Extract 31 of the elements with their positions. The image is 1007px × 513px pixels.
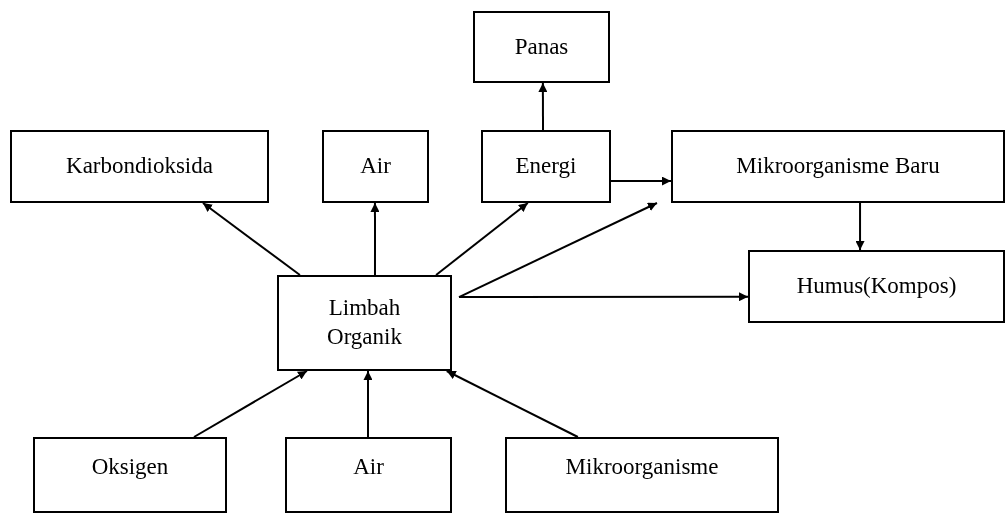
arrow <box>855 202 865 251</box>
box-label: Limbah Organik <box>326 294 403 351</box>
box-label: Mikroorganisme Baru <box>736 152 940 181</box>
process-box <box>748 250 1005 323</box>
arrow <box>201 202 301 276</box>
arrow <box>435 202 529 276</box>
arrow <box>445 370 579 438</box>
arrow <box>458 202 658 299</box>
process-box <box>277 275 452 371</box>
box-label: Air <box>353 453 384 481</box>
box-label: Karbondioksida <box>66 152 213 181</box>
arrow <box>370 202 380 276</box>
box-label: Humus(Kompos) <box>796 272 957 301</box>
arrow <box>458 292 749 302</box>
arrow <box>610 176 672 186</box>
arrow <box>363 370 373 438</box>
arrow <box>193 370 308 438</box>
box-label: Oksigen <box>91 453 169 481</box>
process-box <box>671 130 1005 203</box>
process-box <box>481 130 611 203</box>
box-label: Energi <box>515 152 577 181</box>
box-label: Air <box>360 152 391 181</box>
process-box <box>505 437 779 513</box>
process-box <box>285 437 452 513</box>
arrow <box>538 82 548 131</box>
process-box <box>322 130 429 203</box>
box-label: Panas <box>514 32 569 61</box>
process-box <box>473 11 610 83</box>
process-box <box>10 130 269 203</box>
box-label: Mikroorganisme <box>565 453 719 481</box>
process-box <box>33 437 227 513</box>
